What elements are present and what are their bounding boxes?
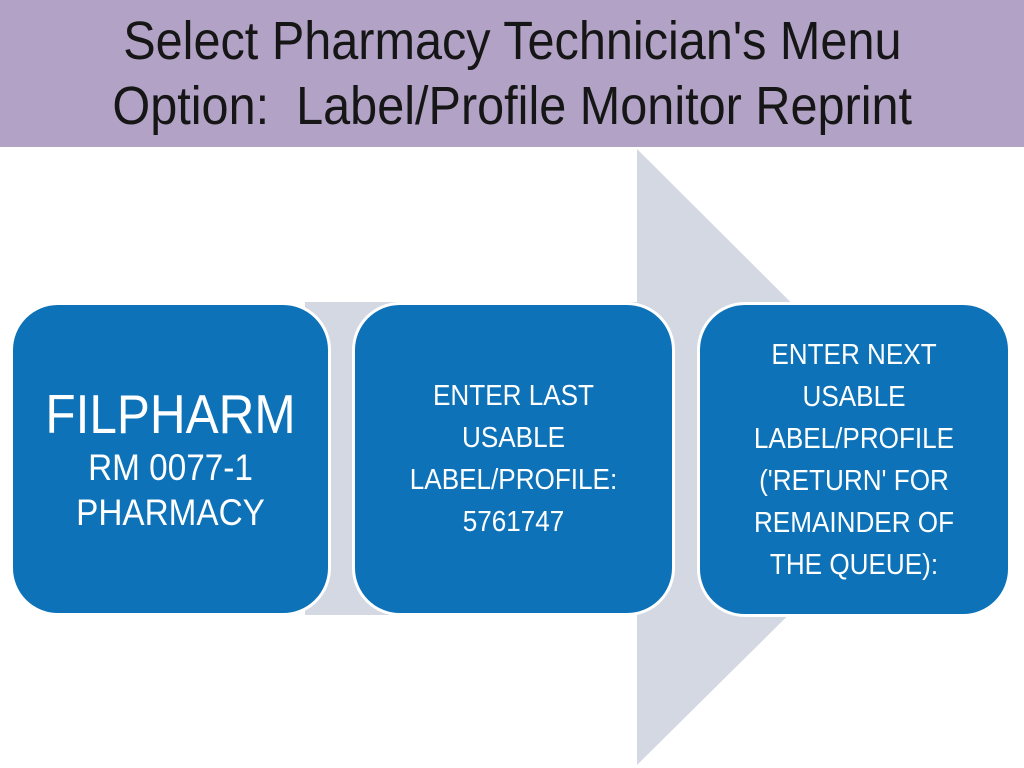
box2-line-3: LABEL/PROFILE: bbox=[409, 464, 618, 496]
slide-title-line-2: Option: Label/Profile Monitor Reprint bbox=[112, 75, 912, 136]
box2-line-4: 5761747 bbox=[462, 506, 565, 538]
box3-line-5: REMAINDER OF bbox=[753, 506, 955, 539]
process-box-enter-next: ENTER NEXT USABLE LABEL/PROFILE ('RETURN… bbox=[697, 302, 1011, 617]
slide-title-line-1: Select Pharmacy Technician's Menu bbox=[122, 10, 902, 71]
process-box-filpharm-text: FILPHARM RM 0077-1 PHARMACY bbox=[29, 383, 313, 535]
box1-line-3: PHARMACY bbox=[76, 492, 265, 533]
box3-line-6: THE QUEUE): bbox=[769, 548, 939, 581]
box1-line-2: RM 0077-1 bbox=[88, 447, 253, 488]
process-box-enter-last: ENTER LAST USABLE LABEL/PROFILE: 5761747 bbox=[352, 302, 675, 616]
box3-line-2: USABLE bbox=[802, 380, 906, 413]
slide-title-band: Select Pharmacy Technician's Menu Option… bbox=[0, 0, 1024, 147]
box3-line-4: ('RETURN' FOR bbox=[759, 464, 949, 497]
process-box-enter-last-text: ENTER LAST USABLE LABEL/PROFILE: 5761747 bbox=[371, 375, 656, 543]
box1-line-1: FILPHARM bbox=[45, 383, 296, 445]
process-box-filpharm: FILPHARM RM 0077-1 PHARMACY bbox=[10, 302, 331, 616]
box2-line-2: USABLE bbox=[461, 422, 565, 454]
process-box-enter-next-text: ENTER NEXT USABLE LABEL/PROFILE ('RETURN… bbox=[715, 334, 992, 586]
box3-line-1: ENTER NEXT bbox=[771, 338, 937, 371]
box2-line-1: ENTER LAST bbox=[433, 380, 594, 412]
box3-line-3: LABEL/PROFILE bbox=[753, 422, 955, 455]
